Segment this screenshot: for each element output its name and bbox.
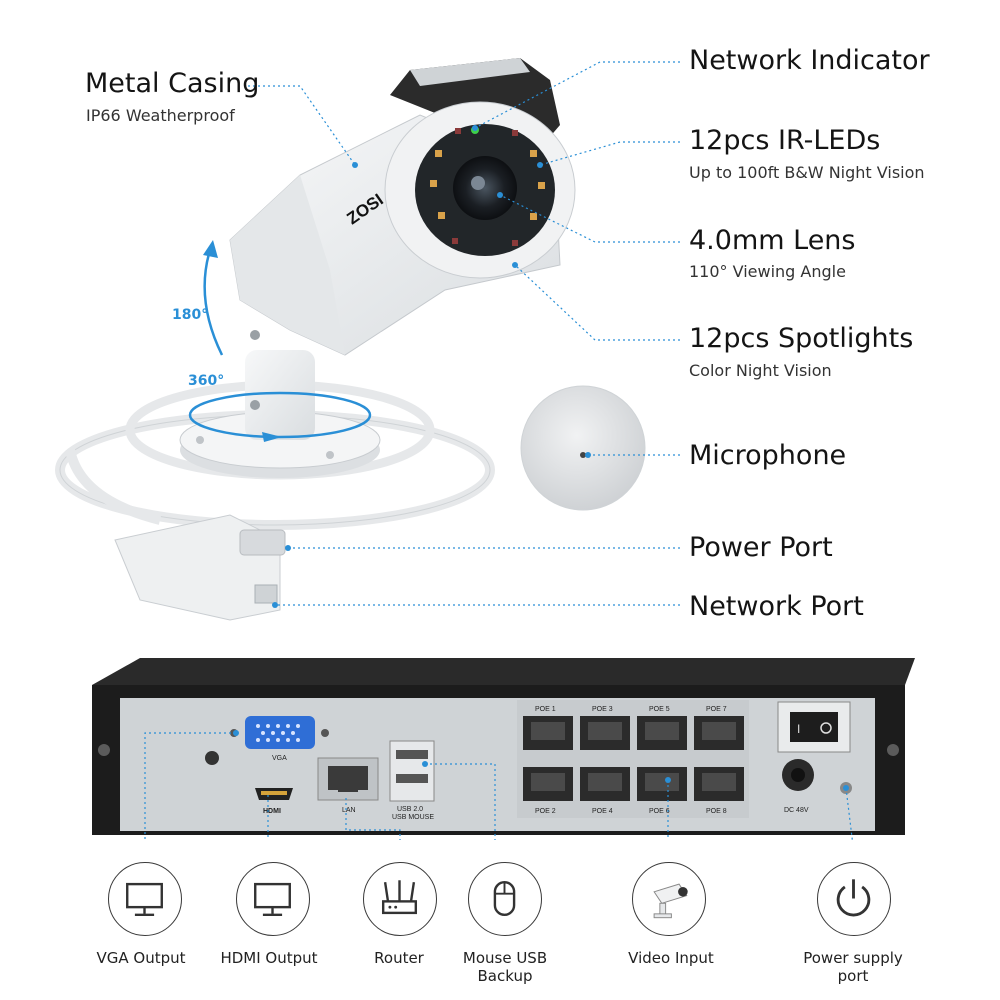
power-switch: I bbox=[777, 701, 851, 753]
video-input-label: Video Input bbox=[628, 949, 714, 967]
poe-label-top-1: POE 3 bbox=[592, 706, 613, 713]
microphone-title: Microphone bbox=[689, 440, 847, 471]
metal-casing-title: Metal Casing bbox=[85, 68, 260, 99]
power-port-title: Power Port bbox=[689, 532, 833, 563]
power-icon bbox=[817, 862, 891, 936]
poe-label-bottom-0: POE 2 bbox=[535, 808, 556, 815]
microphone-zoom bbox=[520, 385, 646, 511]
lan-port: LAN bbox=[317, 757, 379, 814]
rotation-180-label: 180° bbox=[172, 307, 209, 323]
poe-label-bottom-2: POE 6 bbox=[649, 808, 670, 815]
camera-icon bbox=[632, 862, 706, 936]
rotation-360-label: 360° bbox=[188, 373, 225, 389]
vga-port: VGA bbox=[230, 716, 329, 762]
dc-power-jack: DC 48V bbox=[782, 759, 852, 814]
power-supply-port-label-2: port bbox=[837, 967, 869, 985]
lens-subtitle: 110° Viewing Angle bbox=[689, 262, 846, 281]
metal-casing-subtitle: IP66 Weatherproof bbox=[86, 106, 235, 125]
mouse-usb-backup-label-1: Mouse USB bbox=[462, 949, 548, 967]
ir-leds-title: 12pcs IR-LEDs bbox=[689, 125, 881, 156]
vertical-rotation-arrow bbox=[203, 249, 224, 356]
vga-output-monitor-icon bbox=[108, 862, 182, 936]
poe-label-bottom-1: POE 4 bbox=[592, 808, 613, 815]
mouse-usb-backup-label-2: Backup bbox=[477, 967, 533, 985]
router-icon bbox=[363, 862, 437, 936]
camera-mount bbox=[179, 330, 381, 478]
camera-illustration: ZOSI bbox=[55, 58, 680, 621]
hdmi-output-monitor-icon bbox=[236, 862, 310, 936]
poe-label-top-3: POE 7 bbox=[706, 706, 727, 713]
router-label: Router bbox=[374, 949, 424, 967]
poe-label-top-0: POE 1 bbox=[535, 706, 556, 713]
hdmi-output-label: HDMI Output bbox=[220, 949, 318, 967]
network-port-title: Network Port bbox=[689, 591, 864, 622]
vga-output-label: VGA Output bbox=[96, 949, 186, 967]
mouse-icon bbox=[468, 862, 542, 936]
nvr-leader-lines bbox=[144, 730, 853, 840]
network-indicator-title: Network Indicator bbox=[689, 45, 930, 76]
svg-text:I: I bbox=[797, 722, 800, 736]
dc-label: DC 48V bbox=[784, 807, 809, 814]
cable-connector bbox=[114, 514, 286, 621]
lens-title: 4.0mm Lens bbox=[689, 225, 856, 256]
leader-lines bbox=[248, 61, 680, 608]
poe-label-bottom-3: POE 8 bbox=[706, 808, 727, 815]
poe-ports: POE 1 POE 3 POE 5 POE 7 POE 2 POE 4 POE 6 POE 8 bbox=[517, 700, 749, 818]
ir-leds-subtitle: Up to 100ft B&W Night Vision bbox=[689, 163, 925, 182]
camera-body: ZOSI bbox=[229, 58, 576, 356]
lan-port-label: LAN bbox=[342, 807, 356, 814]
usb-label-1: USB 2.0 bbox=[397, 806, 423, 813]
spotlights-title: 12pcs Spotlights bbox=[689, 323, 914, 354]
spotlights-subtitle: Color Night Vision bbox=[689, 361, 832, 380]
hdmi-port: HDMI bbox=[255, 788, 293, 815]
usb-label-2: USB MOUSE bbox=[392, 814, 434, 821]
power-supply-port-label-1: Power supply bbox=[803, 949, 903, 967]
poe-label-top-2: POE 5 bbox=[649, 706, 670, 713]
usb-ports: USB 2.0 USB MOUSE bbox=[389, 740, 435, 821]
hdmi-port-label: HDMI bbox=[263, 808, 281, 815]
vga-port-label: VGA bbox=[272, 755, 287, 762]
